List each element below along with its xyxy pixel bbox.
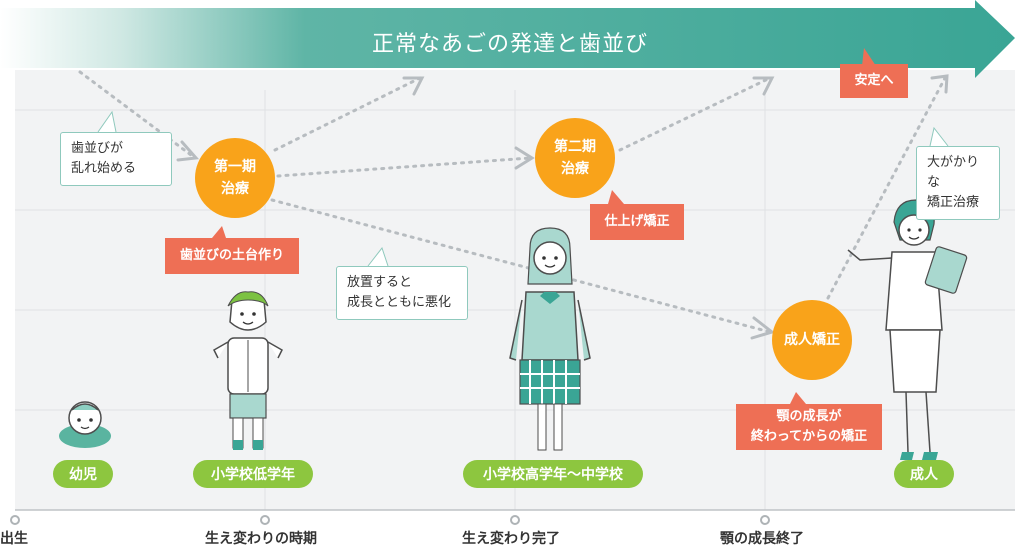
dotted-paths [78,70,947,334]
axis-label-birth: 出生 [0,531,28,545]
stage-adult: 成人 [894,460,954,488]
bubble-start: 歯並びが 乱れ始める [60,132,172,186]
diagram-title: 正常なあごの発達と歯並び [371,32,648,57]
phase1-circle: 第一期 治療 [195,138,275,218]
phase2-line1: 第二期 [554,139,596,155]
bubble-start-line2: 乱れ始める [71,161,137,176]
adult-treatment-label: 成人矯正 [784,332,840,348]
note-tails [212,48,876,404]
phase1-line2: 治療 [221,181,249,197]
phase1-line1: 第一期 [214,159,256,175]
axis-label-transition: 生え変わりの時期 [205,531,317,545]
note-finishing: 仕上げ矯正 [590,204,684,240]
note-stable: 安定へ [840,64,908,98]
bubble-neglect-line1: 放置すると [347,275,413,290]
boy-illustration [213,291,283,450]
phase2-circle: 第二期 治療 [535,118,615,198]
note-after-growth: 顎の成長が 終わってからの矯正 [736,404,882,450]
bubble-neglect-line2: 成長とともに悪化 [347,295,452,310]
adult-illustration [847,199,968,460]
stage-infant: 幼児 [53,460,113,488]
note-after-growth-line1: 顎の成長が [776,409,842,424]
stage-lower-elementary: 小学校低学年 [193,460,313,488]
title-arrow [0,0,1015,78]
note-foundation: 歯並びの土台作り [165,238,299,274]
bubble-big-line2: 矯正治療 [927,195,980,210]
adult-treatment-circle: 成人矯正 [772,300,852,380]
note-after-growth-line2: 終わってからの矯正 [750,429,868,444]
axis-label-jaw-growth-end: 顎の成長終了 [720,531,804,545]
bubble-tails [97,110,949,267]
axis-label-transition-complete: 生え変わり完了 [462,531,560,545]
bubble-big: 大がかりな 矯正治療 [916,146,1000,220]
student-illustration [509,227,591,451]
axis-ticks [10,515,770,525]
bubble-start-line1: 歯並びが [71,141,124,156]
bubble-neglect: 放置すると 成長とともに悪化 [336,266,468,320]
infant-illustration [59,401,111,448]
phase2-line2: 治療 [561,161,589,177]
bubble-big-line1: 大がかりな [927,155,980,190]
stage-upper-elementary: 小学校高学年〜中学校 [463,460,643,488]
